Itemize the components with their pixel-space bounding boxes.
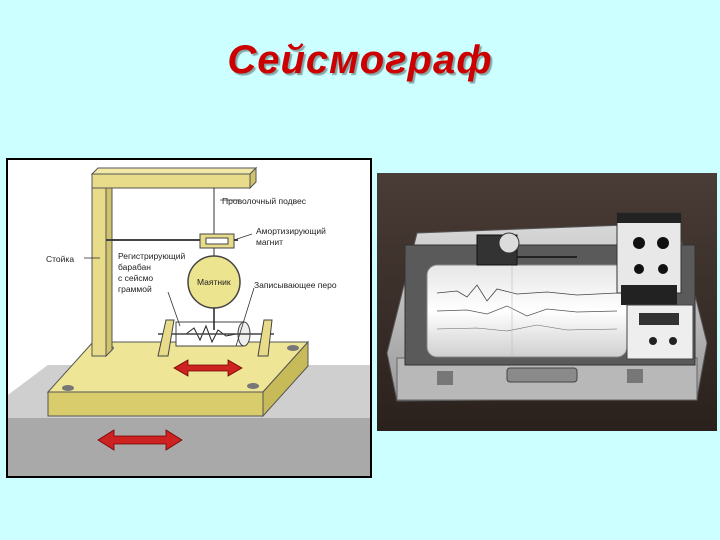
label-recording-pen: Записывающее перо (254, 280, 337, 290)
label-recording-drum-2: барабан (118, 262, 151, 272)
label-recording-drum-3: с сейсмо (118, 273, 153, 283)
slide-title: Сейсмограф (227, 38, 493, 82)
label-recording-drum-4: граммой (118, 284, 152, 294)
label-wire-suspension: Проволочный подвес (222, 196, 307, 206)
label-recording-drum-1: Регистрирующий (118, 251, 185, 261)
control-panel (616, 212, 694, 360)
base-platform (46, 340, 310, 418)
label-stand: Стойка (46, 254, 74, 264)
label-pendulum: Маятник (197, 277, 231, 287)
recording-drum (157, 308, 274, 357)
pen-mechanism (476, 232, 577, 266)
label-damping-magnet-1: Амортизирующий (256, 226, 326, 236)
label-damping-magnet-2: магнит (256, 237, 283, 247)
stand-column (90, 166, 258, 358)
recording-drum-photo (426, 264, 628, 358)
damping-magnet (106, 233, 238, 249)
base-motion-arrow (173, 359, 243, 377)
ground-motion-arrow (97, 429, 183, 451)
seismograph-diagram: Стойка Проволочный подвес Амортизирующий… (6, 158, 372, 478)
seismograph-device-photo (377, 173, 717, 431)
